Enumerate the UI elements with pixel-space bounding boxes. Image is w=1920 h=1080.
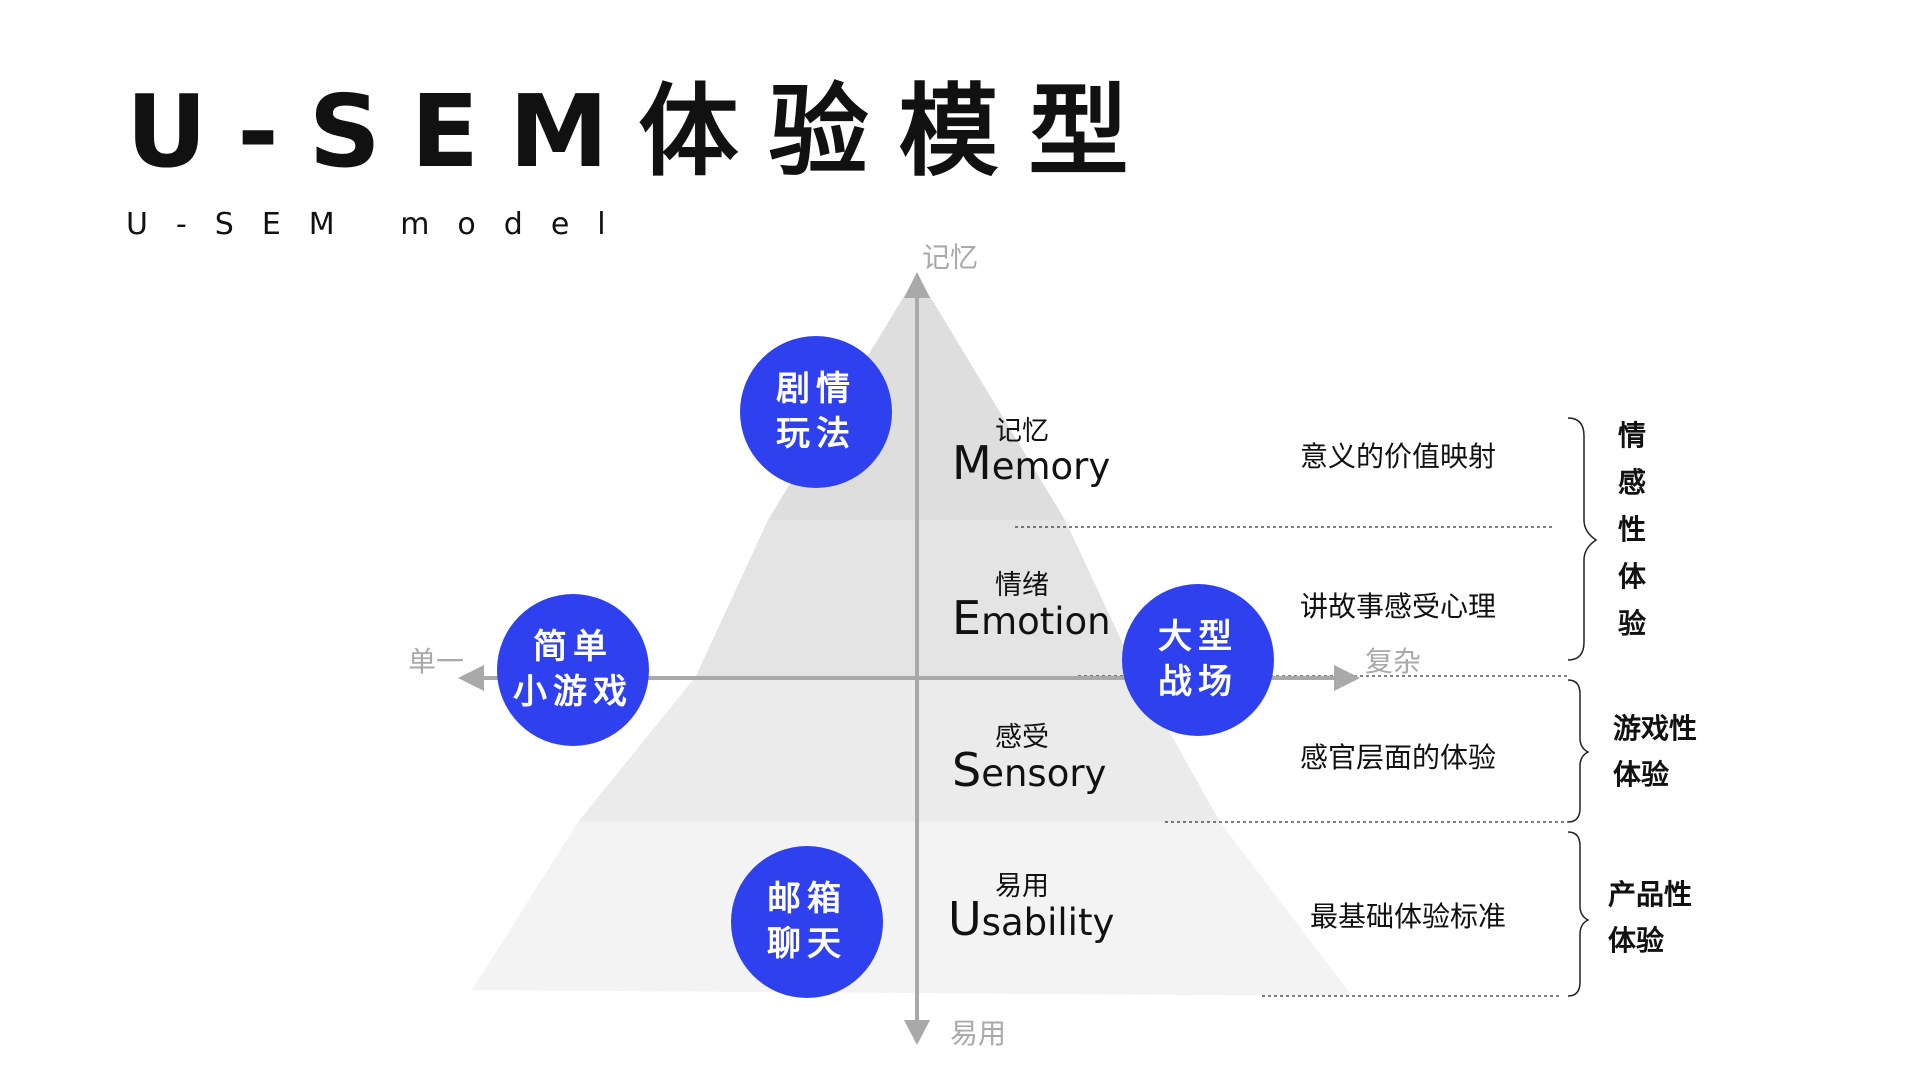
page-subtitle: U-SEM model xyxy=(126,207,634,242)
axis-label-right: 复杂 xyxy=(1365,645,1422,678)
level-en-sensory: Sensory xyxy=(952,743,1107,797)
circle-line: 大型 xyxy=(1158,617,1238,657)
circle-story-gameplay: 剧情 玩法 xyxy=(740,336,892,488)
axis-arrow-right xyxy=(1334,665,1360,691)
desc-sensory: 感官层面的体验 xyxy=(1300,741,1497,774)
circle-line: 战场 xyxy=(1158,662,1238,702)
desc-usability: 最基础体验标准 xyxy=(1310,900,1507,933)
circle-mail-chat: 邮箱 聊天 xyxy=(731,846,883,998)
circle-line: 小游戏 xyxy=(513,672,633,712)
level-en-memory: Memory xyxy=(952,436,1111,490)
group-product-experience: 产品性 体验 xyxy=(1608,878,1693,957)
level-cn-usability: 易用 xyxy=(995,871,1049,902)
axis-arrow-down xyxy=(904,1020,930,1045)
desc-memory: 意义的价值映射 xyxy=(1300,440,1497,473)
axis-label-bottom: 易用 xyxy=(950,1017,1007,1050)
pyramid-layer-sensory xyxy=(578,676,1220,822)
brace-product xyxy=(1567,831,1590,997)
level-cn-memory: 记忆 xyxy=(995,416,1049,447)
circle-line: 剧情 xyxy=(776,369,856,409)
pyramid-layer-usability xyxy=(472,822,1352,996)
circle-line: 邮箱 xyxy=(767,879,847,919)
level-en-usability: Usability xyxy=(948,892,1115,946)
brace-emotional xyxy=(1567,417,1598,661)
axis-label-left: 单一 xyxy=(408,645,465,678)
brace-game xyxy=(1567,679,1590,823)
level-cn-sensory: 感受 xyxy=(995,722,1049,753)
circle-line: 玩法 xyxy=(776,414,856,454)
level-en-emotion: Emotion xyxy=(952,591,1111,645)
axis-label-top: 记忆 xyxy=(922,241,979,274)
circle-simple-minigame: 简单 小游戏 xyxy=(497,594,649,746)
circle-large-battlefield: 大型 战场 xyxy=(1122,584,1274,736)
axis-arrow-up xyxy=(904,272,930,298)
group-emotional-experience: 情感性体验 xyxy=(1617,419,1646,640)
level-cn-emotion: 情绪 xyxy=(995,570,1049,601)
page-title: U-SEM体验模型 xyxy=(126,73,1159,190)
axis-arrow-left xyxy=(458,665,484,691)
desc-emotion: 讲故事感受心理 xyxy=(1300,590,1497,623)
circle-line: 聊天 xyxy=(767,924,847,964)
group-game-experience: 游戏性 体验 xyxy=(1613,712,1698,791)
circle-line: 简单 xyxy=(533,627,613,667)
